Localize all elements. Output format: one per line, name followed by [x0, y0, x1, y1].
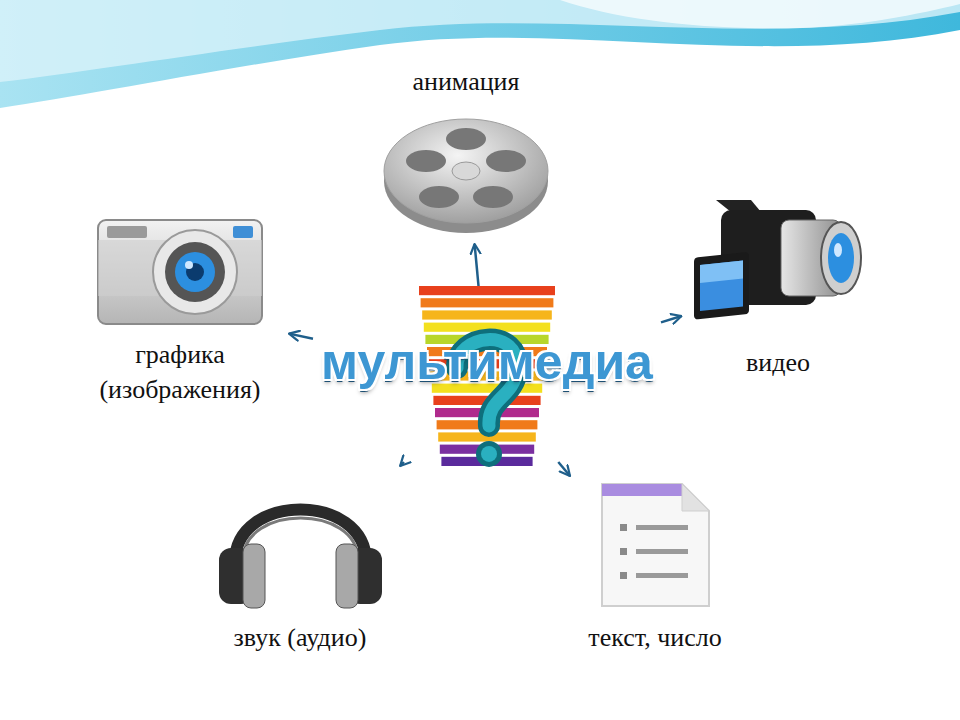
film-reel-icon [381, 103, 551, 238]
media-type-node: видео [686, 190, 871, 382]
banner-highlight [560, 0, 960, 28]
node-label: анимация [381, 64, 551, 99]
arrow-connector [289, 334, 313, 339]
hub-logo: мультимедиа [307, 285, 667, 468]
document-icon [598, 480, 713, 610]
photo-camera-icon [95, 212, 265, 327]
banner-wave [0, 0, 960, 108]
media-type-node: текст, число [555, 480, 755, 676]
arrow-connector [400, 462, 404, 466]
headphones-icon [213, 470, 388, 610]
node-label: звук (аудио) [205, 620, 395, 655]
media-type-node: звук (аудио) [200, 470, 400, 668]
hub-title: мультимедиа [307, 333, 667, 391]
arrow-connector [661, 316, 682, 322]
video-camera-icon [691, 190, 866, 335]
arrow-connector [558, 462, 570, 476]
media-type-node: графика (изображения) [75, 212, 285, 408]
media-type-node: анимация [376, 64, 556, 240]
node-label: видео [693, 345, 863, 380]
arrow-connector [475, 244, 479, 291]
node-label: графика (изображения) [80, 337, 280, 407]
node-label: текст, число [560, 620, 750, 655]
